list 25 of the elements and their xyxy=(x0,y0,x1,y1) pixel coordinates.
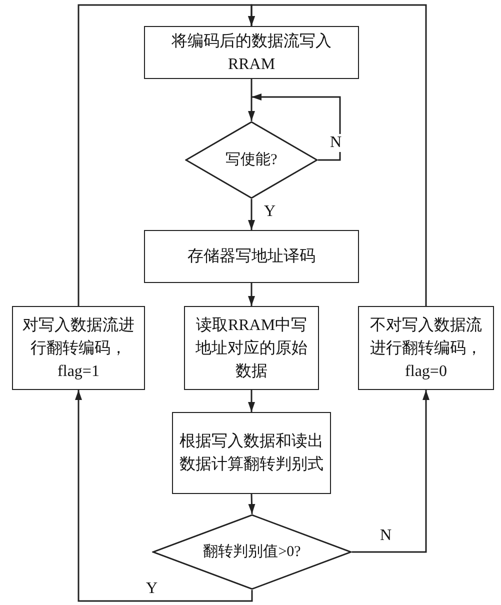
process-box xyxy=(184,306,319,390)
arrow xyxy=(248,494,256,514)
arrow xyxy=(75,390,253,602)
arrow xyxy=(248,283,255,306)
edge-label: N xyxy=(328,134,344,152)
step-text: 不对写入数据流进行翻转编码，flag=0 xyxy=(369,316,483,382)
arrow xyxy=(248,199,255,230)
arrow xyxy=(252,94,341,161)
arrow xyxy=(248,79,255,121)
step-text: 读取RRAM中写地址对应的原始数据 xyxy=(194,316,308,382)
step-text: 存储器写地址译码 xyxy=(186,246,316,267)
step-text: 对写入数据流进行翻转编码，flag=1 xyxy=(22,316,136,382)
step-text: 将编码后的数据流写入RRAM xyxy=(170,32,332,74)
decision-diamond xyxy=(185,121,318,199)
arrow xyxy=(248,390,255,412)
process-box xyxy=(144,26,359,79)
process-box xyxy=(358,306,494,390)
process-box xyxy=(12,306,145,390)
process-box xyxy=(144,230,359,283)
arrow xyxy=(352,390,430,553)
process-box xyxy=(172,412,331,494)
step-text: 根据写入数据和读出数据计算翻转判别式 xyxy=(178,432,324,475)
decision-text: 翻转判别值>0? xyxy=(203,542,301,562)
arrow xyxy=(248,4,427,306)
decision-text: 写使能? xyxy=(226,150,278,170)
